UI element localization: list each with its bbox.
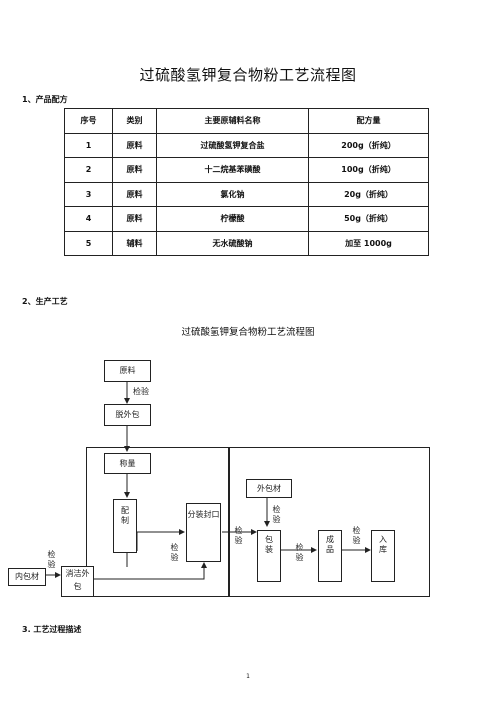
document-title: 过硫酸氢钾复合物粉工艺流程图: [139, 66, 357, 84]
label-inspect-inner: 检验: [47, 550, 56, 570]
node-finished-product-label: 成品: [325, 535, 335, 555]
formula-table: 序号 类别 主要原辅料名称 配方量 1 原料 过硫酸氢钾复合盐 200g（折纯）…: [64, 108, 429, 256]
header-cell: 主要原辅料名称: [156, 108, 309, 134]
node-packaging-label: 包装: [264, 535, 274, 555]
table-cell: 3: [64, 181, 113, 207]
node-warehousing-label: 入库: [378, 535, 388, 555]
node-clean-outer-pack: 消洁外包: [61, 566, 94, 597]
table-cell: 100g（折纯）: [308, 157, 429, 183]
flowchart-title: 过硫酸氢钾复合物粉工艺流程图: [181, 327, 315, 338]
header-cell: 序号: [64, 108, 113, 134]
node-packaging: 包装: [257, 530, 281, 582]
table-cell: 50g（折纯）: [308, 206, 429, 232]
node-filling-sealing: 分装封口: [186, 503, 221, 562]
workshop-frame-left: [86, 447, 229, 597]
table-cell: 加至 1000g: [308, 230, 429, 256]
label-inspect-product: 检验: [352, 526, 361, 546]
section-heading-process: 2、生产工艺: [22, 297, 68, 306]
table-row: 1 原料 过硫酸氢钾复合盐 200g（折纯）: [64, 132, 429, 158]
node-weighing: 称量: [104, 453, 151, 474]
table-cell: 原料: [112, 206, 157, 232]
node-remove-outer-pack: 脱外包: [104, 404, 151, 426]
node-finished-product: 成品: [318, 530, 342, 582]
table-row: 4 原料 柠檬酸 50g（折纯）: [64, 206, 429, 232]
header-cell: 配方量: [308, 108, 429, 134]
label-inspect-fill: 检验: [234, 526, 243, 546]
label-inspect-outer: 检验: [272, 505, 281, 525]
arrow-clean-to-fill: [93, 562, 207, 580]
node-raw-material: 原料: [104, 360, 151, 382]
node-inner-packaging-material: 内包材: [8, 568, 46, 586]
table-cell: 4: [64, 206, 113, 232]
page-number: 1: [246, 673, 250, 680]
table-row: 5 辅料 无水硫酸钠 加至 1000g: [64, 230, 429, 256]
workshop-frame-right: [229, 447, 430, 597]
table-cell: 5: [64, 230, 113, 256]
node-mixing: 配制: [113, 499, 137, 553]
node-outer-packaging-material: 外包材: [246, 479, 292, 498]
section-heading-description: 3. 工艺过程描述: [22, 625, 82, 634]
table-cell: 200g（折纯）: [308, 132, 429, 158]
table-cell: 20g（折纯）: [308, 181, 429, 207]
header-cell: 类别: [112, 108, 157, 134]
arrow-mix-to-fill: [136, 529, 185, 551]
table-cell: 无水硫酸钠: [156, 230, 309, 256]
node-warehousing: 入库: [371, 530, 395, 582]
node-mixing-label: 配制: [120, 506, 130, 526]
table-header-row: 序号 类别 主要原辅料名称 配方量: [64, 108, 429, 134]
label-inspect-mix: 检验: [170, 543, 179, 563]
label-inspect-pack: 检验: [295, 543, 304, 563]
label-inspect-raw: 检验: [133, 387, 149, 396]
section-heading-formula: 1、产品配方: [22, 95, 68, 104]
